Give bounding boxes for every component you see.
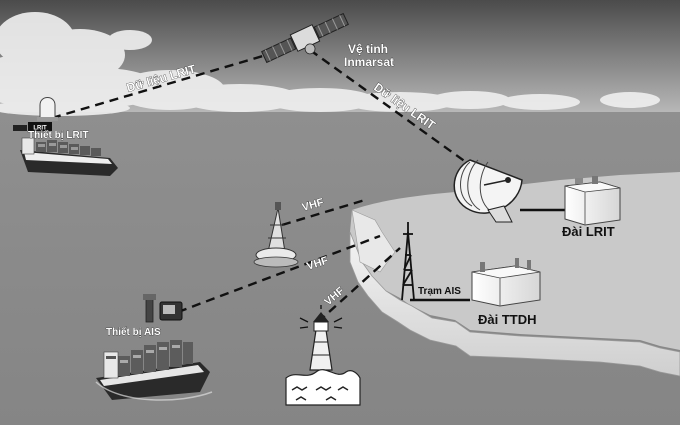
link-ship-satellite [51, 46, 291, 120]
cargo-ship-ais-icon [95, 340, 213, 401]
link-lighthouse-station [317, 247, 401, 323]
ais-device-label: Thiết bị AIS [106, 326, 161, 338]
lrit-badge-label: LRIT [33, 126, 47, 132]
cargo-ship-lrit-icon [20, 137, 118, 176]
ais-station-label: Trạm AIS [418, 286, 461, 297]
satellite-label-line1: Vệ tinh [348, 42, 388, 56]
link-ship-station [177, 234, 381, 314]
ais-device-icon [143, 294, 183, 323]
lrit-antenna-icon: LRIT [13, 97, 58, 132]
buoy-icon [253, 202, 299, 268]
vhf-label-buoy: VHF [301, 197, 326, 214]
lrit-station-building-icon [564, 176, 621, 226]
ttdh-station-building-icon [471, 258, 541, 307]
communication-links [51, 46, 471, 323]
satellite-icon [261, 12, 349, 64]
lrit-device-label: Thiết bị LRIT [28, 129, 89, 141]
lighthouse-icon [285, 305, 361, 406]
ttdh-station-label: Đài TTDH [478, 312, 537, 327]
lrit-badge [28, 122, 52, 131]
ais-tower-icon [401, 222, 415, 301]
link-satellite-dish [309, 49, 471, 166]
satellite-label-line2: Inmarsat [344, 55, 394, 69]
clouds [0, 12, 660, 116]
satellite-dish-icon [453, 159, 523, 223]
lrit-station-label: Đài LRIT [562, 224, 615, 239]
